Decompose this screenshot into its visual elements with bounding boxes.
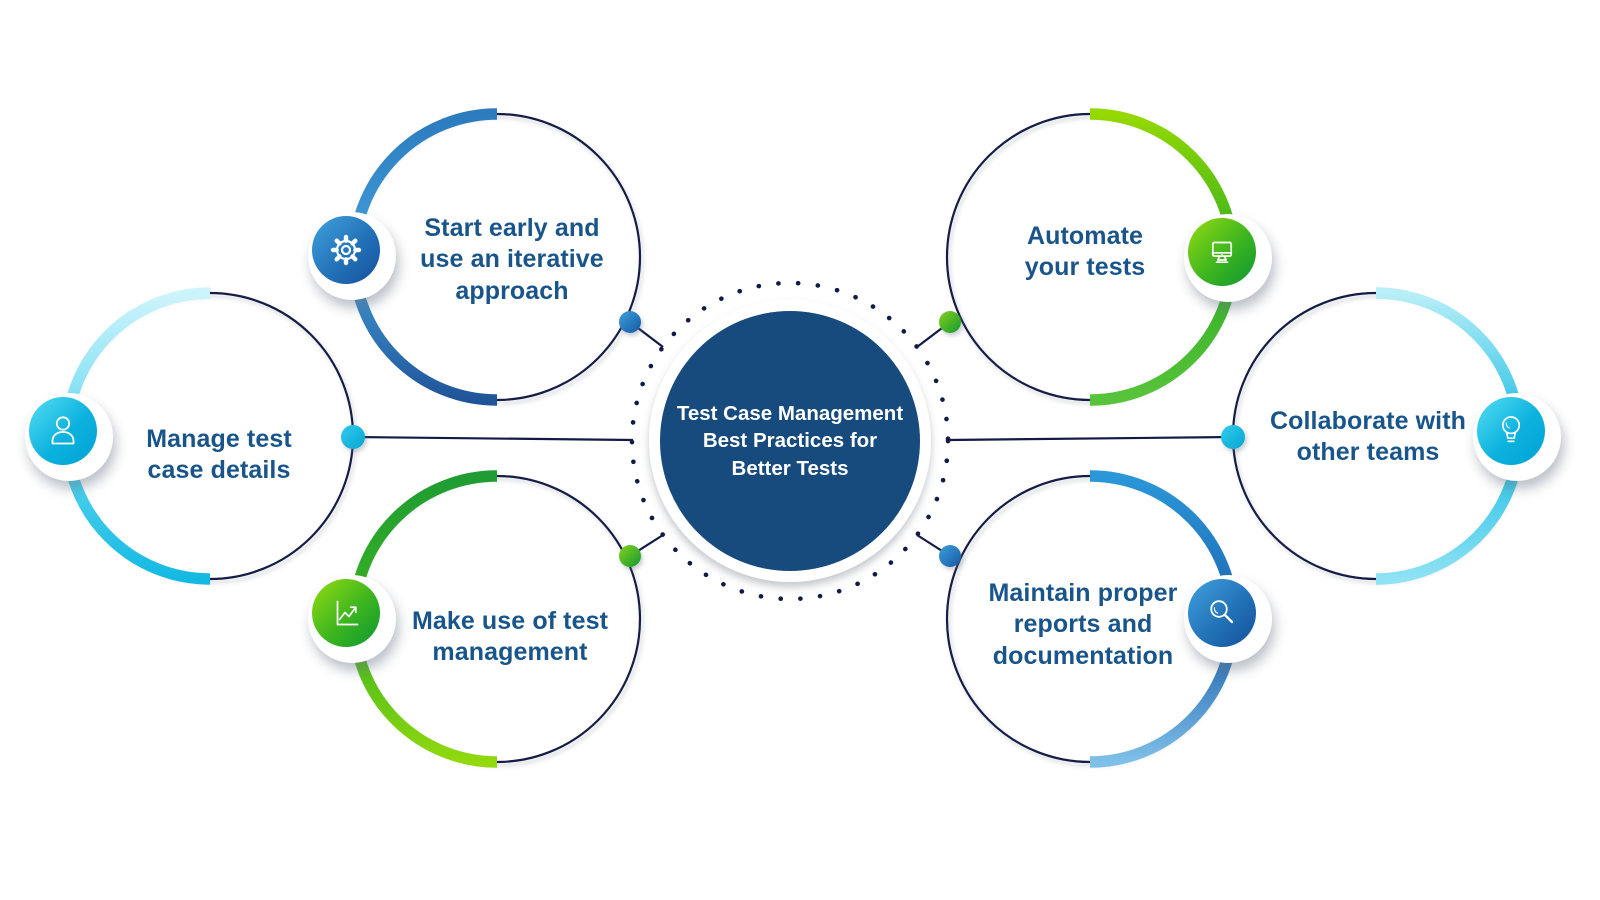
monitor-icon <box>1188 218 1256 286</box>
badge-reports-documentation <box>1184 575 1272 663</box>
node-label-automate-tests: Automate your tests <box>1024 221 1146 281</box>
user-icon <box>29 397 97 465</box>
dot-right <box>1221 425 1245 449</box>
connector-right <box>947 435 1234 442</box>
node-label-reports-documentation: Maintain proper reports and documentatio… <box>988 579 1178 670</box>
badge-collaborate <box>1473 393 1561 481</box>
node-label-collaborate: Collaborate with other teams <box>1269 406 1467 466</box>
center-circle <box>660 311 920 571</box>
dot-top-left <box>619 311 641 333</box>
node-label-start-early: Start early and use an iterative approac… <box>420 214 604 305</box>
line-chart-icon <box>312 579 380 647</box>
node-label-manage-test-case-details: Manage test case details <box>146 424 292 484</box>
badge-manage-test-case-details <box>25 393 113 481</box>
magnifier-icon <box>1188 579 1256 647</box>
connector-dots <box>341 311 1245 567</box>
connector-left <box>352 435 634 442</box>
gear-icon <box>312 216 380 284</box>
lightbulb-icon <box>1477 397 1545 465</box>
badge-automate-tests <box>1184 214 1272 302</box>
dot-bottom-left <box>619 545 641 567</box>
node-label-test-management: Make use of test management <box>411 606 609 666</box>
dot-bottom-right <box>939 545 961 567</box>
center-title: Test Case Management Best Practices for … <box>676 402 904 480</box>
dot-left <box>341 425 365 449</box>
badge-test-management <box>308 575 396 663</box>
badge-start-early <box>308 212 396 300</box>
center-dotted-ring <box>629 280 951 602</box>
dot-top-right <box>939 311 961 333</box>
